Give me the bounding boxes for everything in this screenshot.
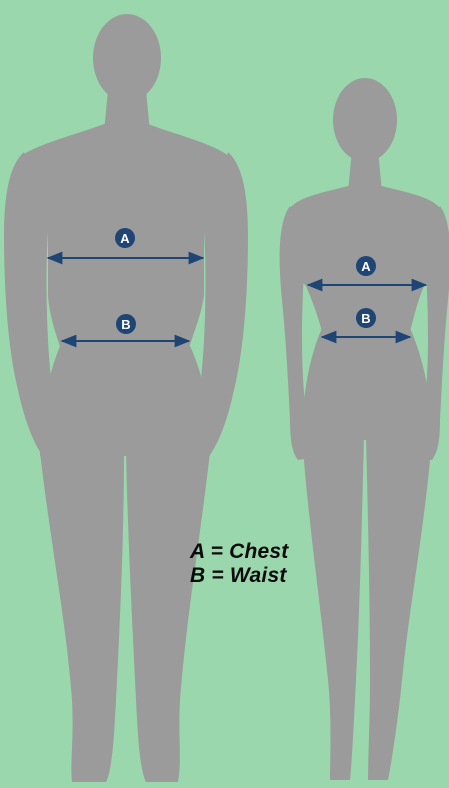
male-chest-marker-label: A <box>120 231 130 246</box>
measurement-legend: A = Chest B = Waist <box>190 540 350 587</box>
legend-waist: B = Waist <box>190 564 350 588</box>
female-silhouette <box>280 78 449 780</box>
male-silhouette <box>4 14 248 782</box>
female-waist-marker-label: B <box>361 311 370 326</box>
female-chest-marker-label: A <box>361 259 371 274</box>
legend-chest: A = Chest <box>190 540 350 564</box>
male-waist-marker-label: B <box>121 317 130 332</box>
